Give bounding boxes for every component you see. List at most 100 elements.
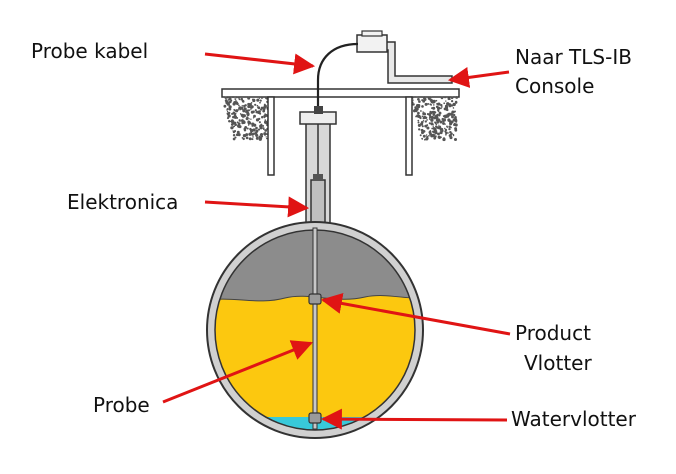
soil-speck [232, 102, 236, 106]
soil-speck [260, 96, 264, 99]
soil-speck [417, 121, 420, 124]
soil-speck [424, 102, 428, 106]
soil-speck [441, 117, 444, 121]
soil-speck [244, 134, 247, 137]
water-float [308, 412, 322, 424]
soil-speck [431, 133, 435, 138]
soil-speck [452, 112, 455, 114]
soil-speck [235, 96, 238, 98]
soil-speck [417, 119, 420, 122]
soil-speck [248, 123, 250, 125]
soil-speck [442, 137, 446, 142]
soil-speck [250, 109, 252, 111]
soil-speck [254, 109, 257, 112]
soil-speck [228, 100, 231, 104]
soil-speck [439, 107, 442, 110]
soil-speck [414, 108, 418, 112]
soil-speck [430, 115, 434, 119]
soil-speck [426, 135, 429, 139]
soil-speck [439, 131, 443, 135]
soil-speck [433, 104, 435, 106]
soil-speck [428, 118, 431, 120]
soil-speck [252, 98, 256, 102]
soil-speck [450, 126, 452, 129]
soil-speck [429, 98, 433, 102]
soil-speck [431, 130, 435, 133]
soil-speck [246, 127, 249, 130]
soil-speck [425, 137, 428, 140]
soil-speck [248, 137, 252, 141]
soil-speck [237, 124, 241, 128]
soil-speck [443, 107, 447, 111]
soil-speck [421, 105, 424, 108]
soil-speck [241, 105, 244, 107]
soil-speck [242, 137, 245, 141]
soil-speck [454, 127, 458, 131]
soil-speck [255, 126, 258, 130]
soil-speck [452, 107, 455, 109]
soil-speck [249, 128, 254, 133]
soil-speck [247, 120, 250, 123]
soil-speck [242, 116, 244, 119]
soil-speck [226, 112, 228, 114]
soil-speck [226, 117, 230, 120]
soil-speck [243, 129, 247, 132]
soil-speck [250, 118, 252, 120]
soil-speck [455, 95, 459, 99]
soil-speck [227, 98, 230, 101]
soil-speck [434, 129, 438, 133]
soil-speck [428, 116, 432, 119]
soil-speck [255, 136, 259, 140]
soil-speck [453, 137, 458, 142]
soil-speck [235, 102, 238, 105]
soil-speck [262, 127, 265, 130]
soil-speck [247, 102, 250, 106]
soil-speck [235, 109, 237, 111]
soil-speck [432, 126, 436, 130]
soil-speck [230, 123, 234, 126]
soil-speck [262, 124, 265, 127]
junction-box-lid [361, 30, 383, 37]
soil-speck [440, 96, 444, 100]
soil-speck [422, 119, 425, 122]
soil-speck [448, 115, 450, 117]
label-product-float-line1: Product [515, 321, 591, 345]
soil-speck [251, 138, 254, 141]
soil-speck [247, 96, 251, 100]
soil-speck [420, 110, 422, 112]
soil-speck [448, 103, 451, 105]
soil-speck [257, 111, 260, 114]
soil-speck [426, 119, 428, 121]
soil-speck [254, 131, 258, 134]
soil-speck [444, 128, 448, 132]
soil-speck [231, 112, 234, 115]
soil-speck [234, 98, 237, 100]
soil-speck [228, 120, 231, 123]
soil-speck [453, 117, 455, 120]
soil-speck [416, 96, 418, 98]
soil-speck [440, 103, 443, 107]
soil-speck [444, 127, 446, 130]
soil-speck [251, 132, 255, 136]
soil-speck [239, 113, 242, 115]
soil-speck [247, 104, 251, 109]
soil-speck [451, 115, 454, 119]
soil-speck [262, 109, 266, 113]
soil-speck [421, 131, 423, 133]
soil-speck [237, 131, 240, 134]
ground-slab [221, 88, 460, 98]
soil-speck [449, 133, 452, 137]
arrow-product-float [320, 293, 511, 336]
soil-speck [255, 133, 259, 137]
soil-speck [252, 136, 254, 138]
soil-speck [428, 122, 431, 125]
soil-speck [226, 108, 229, 110]
soil-speck [253, 114, 256, 118]
soil-speck [228, 111, 231, 115]
soil-speck [258, 121, 261, 124]
soil-speck [258, 137, 262, 141]
soil-speck [252, 117, 255, 119]
arrow-probe-cable [204, 52, 316, 75]
soil-speck [257, 128, 261, 131]
